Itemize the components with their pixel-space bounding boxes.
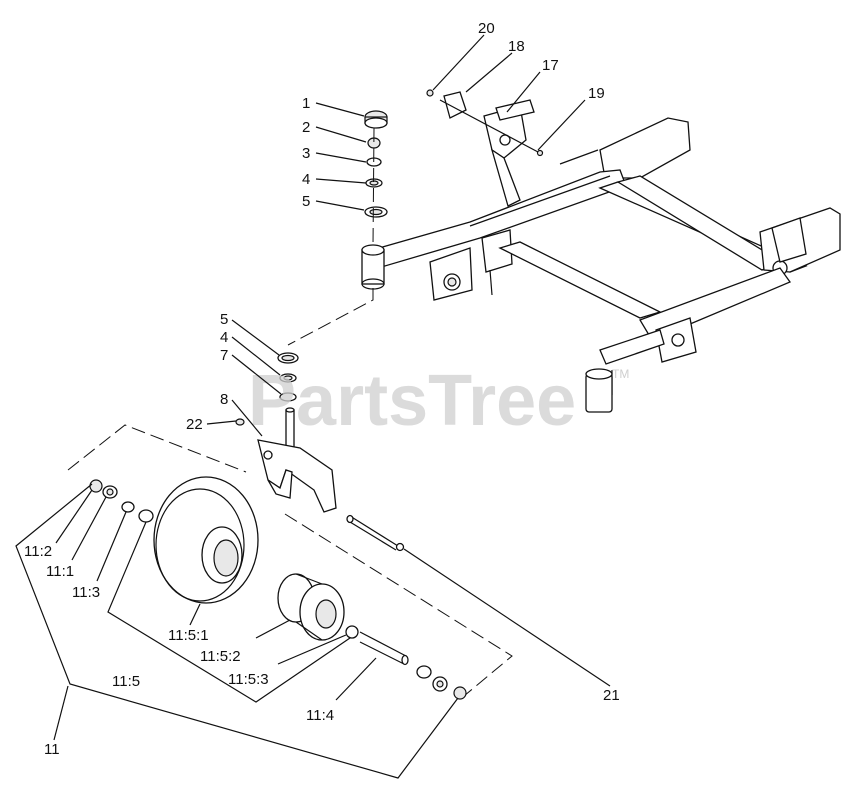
callout-11: 11 xyxy=(44,741,60,758)
caster-fork-assembly xyxy=(235,288,405,552)
watermark: PartsTree TM xyxy=(248,361,629,441)
leader-lines xyxy=(15,34,611,779)
callout-3: 3 xyxy=(302,145,310,162)
seal-part-7 xyxy=(279,392,297,402)
callout-19: 19 xyxy=(588,85,605,102)
caster-wheel-assembly xyxy=(67,424,513,700)
callout-2: 2 xyxy=(302,119,310,136)
callout-11-1: 11:1 xyxy=(46,563,74,580)
callout-22: 22 xyxy=(186,416,203,433)
grease-fitting-part-22 xyxy=(235,418,245,426)
callout-labels: 1 2 3 4 5 5 4 7 8 22 20 18 17 19 11:2 11… xyxy=(24,20,620,758)
callout-20: 20 xyxy=(478,20,495,37)
watermark-trademark: TM xyxy=(612,367,629,381)
callout-8: 8 xyxy=(220,391,228,408)
callout-7: 7 xyxy=(220,347,228,364)
callout-4-lower: 4 xyxy=(220,329,228,346)
callout-5: 5 xyxy=(302,193,310,210)
callout-5-lower: 5 xyxy=(220,311,228,328)
callout-18: 18 xyxy=(508,38,525,55)
bearing-part-11-5-3 xyxy=(345,625,359,639)
stem-bearing-stack-top xyxy=(364,110,388,247)
callout-1: 1 xyxy=(302,95,310,112)
callout-11-5-2: 11:5:2 xyxy=(200,648,241,665)
callout-17: 17 xyxy=(542,57,559,74)
callout-11-3: 11:3 xyxy=(72,584,100,601)
frame-assembly xyxy=(361,89,841,413)
callout-11-5: 11:5 xyxy=(112,673,140,690)
spacer-tube-part-11-4 xyxy=(401,654,409,666)
callout-21: 21 xyxy=(603,687,620,704)
spacer-part-11-3 xyxy=(121,501,135,513)
callout-11-5-1: 11:5:1 xyxy=(168,627,209,644)
callout-11-4: 11:4 xyxy=(306,707,334,724)
callout-4: 4 xyxy=(302,171,310,188)
callout-11-2: 11:2 xyxy=(24,543,52,560)
callout-11-5-3: 11:5:3 xyxy=(228,671,269,688)
watermark-text: PartsTree xyxy=(248,361,576,441)
